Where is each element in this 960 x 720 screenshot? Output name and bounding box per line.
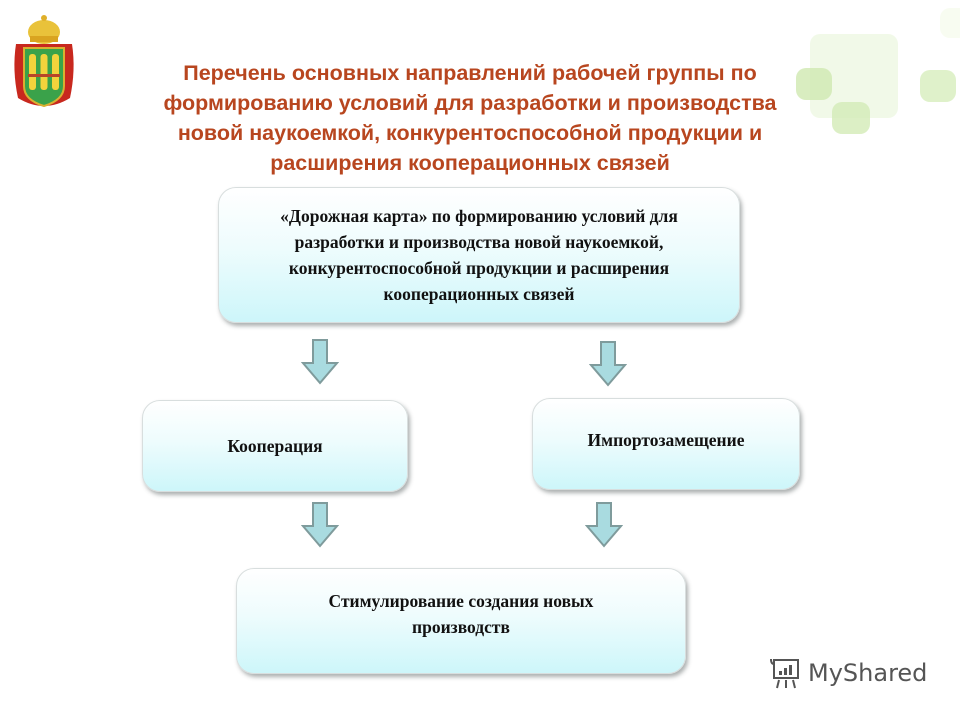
arrow-down-icon: [585, 502, 623, 548]
presentation-board-icon: [770, 658, 799, 689]
title-line: Перечень основных направлений рабочей гр…: [183, 61, 757, 85]
watermark-text: MyShared: [808, 659, 928, 687]
node-text-line: кооперационных связей: [383, 284, 575, 304]
decor-square: [796, 68, 832, 100]
import-substitution-node: Импортозамещение: [532, 398, 800, 490]
node-text-line: «Дорожная карта» по формированию условий…: [280, 206, 678, 226]
arrow-down-icon: [589, 341, 627, 387]
new-production-node: Стимулирование создания новых производст…: [236, 568, 686, 674]
arrow-down-icon: [301, 339, 339, 385]
myshared-watermark: MyShared: [768, 656, 927, 690]
title-line: расширения кооперационных связей: [270, 151, 670, 175]
decor-square: [832, 102, 870, 134]
cooperation-node: Кооперация: [142, 400, 408, 492]
node-label: Импортозамещение: [587, 430, 745, 450]
coat-of-arms-icon: [14, 15, 74, 108]
arrow-down-icon: [301, 502, 339, 548]
decor-square: [920, 70, 956, 102]
slide-title: Перечень основных направлений рабочей гр…: [100, 58, 840, 178]
title-line: формированию условий для разработки и пр…: [163, 91, 777, 115]
decor-square: [940, 8, 960, 38]
node-text-line: разработки и производства новой наукоемк…: [294, 232, 664, 252]
roadmap-node: «Дорожная карта» по формированию условий…: [218, 187, 740, 323]
node-text-line: производств: [412, 617, 510, 637]
node-text-line: Стимулирование создания новых: [328, 591, 594, 611]
node-text-line: конкурентоспособной продукции и расширен…: [288, 258, 670, 278]
title-line: новой наукоемкой, конкурентоспособной пр…: [177, 121, 763, 145]
node-label: Кооперация: [227, 436, 323, 456]
